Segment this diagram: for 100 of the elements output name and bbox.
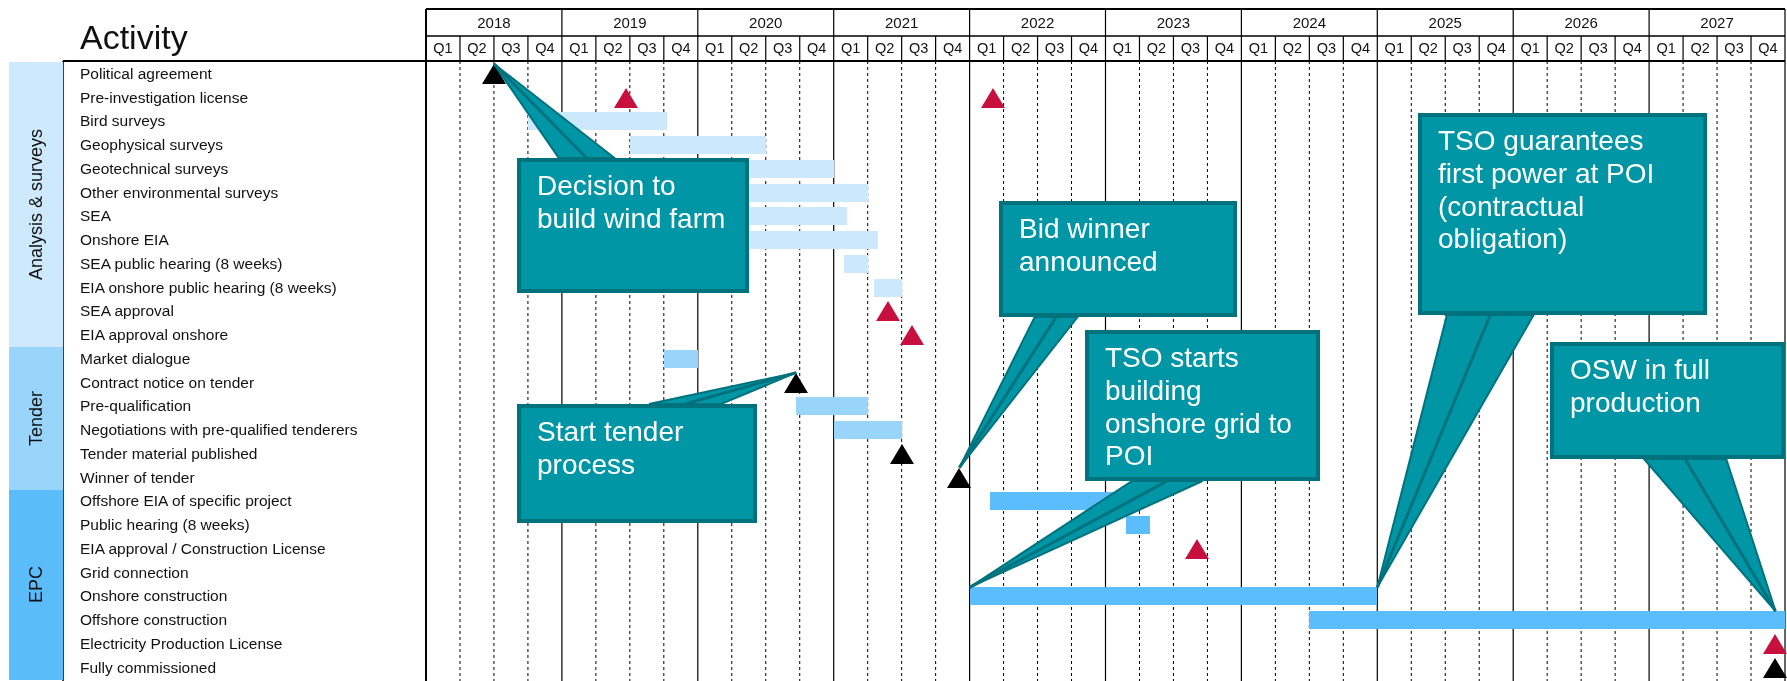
quarter-label: Q4 xyxy=(1349,41,1371,56)
quarter-label: Q2 xyxy=(1281,41,1304,56)
quarter-label: Q1 xyxy=(1519,41,1541,56)
callout-text: Start tender process xyxy=(537,416,685,482)
quarter-label: Q2 xyxy=(1145,41,1168,56)
activity-label: Pre-investigation license xyxy=(80,89,248,106)
milestone-triangle xyxy=(1762,633,1787,654)
callout-text: Bid winner announced xyxy=(1019,213,1159,279)
activity-label: Geotechnical surveys xyxy=(80,160,229,177)
quarter-label: Q3 xyxy=(500,41,522,56)
activity-label: Onshore construction xyxy=(80,588,228,604)
quarter-label: Q3 xyxy=(1451,41,1473,56)
quarter-label: Q4 xyxy=(1621,41,1643,56)
activity-label: Offshore EIA of specific project xyxy=(80,493,292,509)
quarter-label: Q3 xyxy=(1043,41,1066,56)
activity-label: EIA onshore public hearing (8 weeks) xyxy=(80,279,337,296)
milestone-triangle xyxy=(1185,538,1210,559)
quarter-label: Q1 xyxy=(568,41,590,56)
section-band xyxy=(9,347,63,490)
year-label: 2026 xyxy=(1563,15,1599,30)
activity-label: Tender material published xyxy=(80,445,258,462)
milestone-triangle xyxy=(889,443,914,464)
activity-label: Political agreement xyxy=(80,65,212,82)
quarter-label: Q4 xyxy=(941,41,964,56)
activity-label: Bird surveys xyxy=(80,113,166,129)
activity-label: Onshore EIA xyxy=(80,232,169,248)
year-label: 2022 xyxy=(1019,15,1056,30)
quarter-label: Q3 xyxy=(907,41,930,56)
callout-box xyxy=(1550,342,1785,459)
gantt-bar xyxy=(749,159,834,178)
section-band xyxy=(9,62,63,347)
quarter-label: Q3 xyxy=(772,41,794,56)
quarter-label: Q1 xyxy=(704,41,726,56)
quarter-label: Q3 xyxy=(1587,41,1609,56)
milestone-triangle xyxy=(784,372,809,393)
activity-label: SEA public hearing (8 weeks) xyxy=(80,255,283,272)
quarter-label: Q1 xyxy=(1111,41,1134,56)
activity-label: Winner of tender xyxy=(80,469,195,486)
year-label: 2024 xyxy=(1291,15,1328,30)
section-band xyxy=(9,489,63,680)
callout-box xyxy=(1085,330,1320,481)
callout-box xyxy=(999,201,1237,317)
activity-label: Other environmental surveys xyxy=(80,184,279,201)
quarter-label: Q4 xyxy=(1757,41,1779,56)
quarter-label: Q4 xyxy=(1485,41,1507,56)
activity-label: Negotiations with pre-qualified tenderers xyxy=(80,422,358,438)
activity-label: Fully commissioned xyxy=(80,659,217,676)
callout-text: TSO guarantees first power at POI (contractual obligation) xyxy=(1438,125,1656,256)
year-label: 2018 xyxy=(476,15,512,30)
activity-label: Geophysical surveys xyxy=(80,137,223,153)
year-label: 2020 xyxy=(748,15,784,30)
quarter-label: Q2 xyxy=(738,41,760,56)
quarter-label: Q4 xyxy=(1077,41,1100,56)
quarter-label: Q1 xyxy=(975,41,998,56)
milestone-triangle xyxy=(481,63,506,84)
activity-label: Grid connection xyxy=(80,564,189,581)
gantt-bar xyxy=(1125,516,1150,535)
quarter-label: Q1 xyxy=(840,41,862,56)
year-label: 2027 xyxy=(1699,15,1735,30)
quarter-label: Q2 xyxy=(1009,41,1032,56)
callout-text: Decision to build wind farm xyxy=(537,170,727,236)
gantt-bar xyxy=(663,349,698,368)
activity-label: Pre-qualification xyxy=(80,398,192,414)
activity-label: SEA approval xyxy=(80,303,174,319)
activity-label: EIA approval / Construction License xyxy=(80,540,326,557)
quarter-label: Q4 xyxy=(670,41,692,56)
gantt-bar xyxy=(1309,611,1785,630)
quarter-label: Q4 xyxy=(1213,41,1236,56)
gantt-bar xyxy=(874,278,902,297)
year-label: 2021 xyxy=(883,15,920,30)
gantt-bar xyxy=(749,207,848,226)
quarter-label: Q1 xyxy=(432,41,454,56)
activity-label: Market dialogue xyxy=(80,350,191,367)
gantt-bar xyxy=(969,587,1378,606)
callout-text: OSW in full production xyxy=(1570,354,1712,420)
section-label: EPC xyxy=(25,566,47,603)
activity-label: Contract notice on tender xyxy=(80,374,255,391)
activity-label: Offshore construction xyxy=(80,612,228,628)
activity-label: EIA approval onshore xyxy=(80,327,229,343)
quarter-label: Q3 xyxy=(1723,41,1745,56)
milestone-triangle xyxy=(614,87,639,108)
quarter-label: Q3 xyxy=(1315,41,1337,56)
quarter-label: Q2 xyxy=(466,41,488,56)
milestone-triangle xyxy=(899,325,924,346)
column-header: Activity xyxy=(80,20,188,54)
quarter-label: Q2 xyxy=(1689,41,1711,56)
gantt-bar xyxy=(833,421,902,440)
activity-label: Electricity Production License xyxy=(80,635,283,652)
gantt-bar xyxy=(749,231,878,250)
quarter-label: Q2 xyxy=(1553,41,1575,56)
quarter-label: Q3 xyxy=(636,41,658,56)
callout-text: TSO starts building onshore grid to POI xyxy=(1105,342,1293,473)
quarter-label: Q3 xyxy=(1179,41,1202,56)
year-label: 2025 xyxy=(1427,15,1463,30)
milestone-triangle xyxy=(876,301,901,322)
quarter-label: Q1 xyxy=(1383,41,1405,56)
quarter-label: Q2 xyxy=(1417,41,1439,56)
year-label: 2019 xyxy=(612,15,648,30)
section-label: Analysis & surveys xyxy=(25,128,47,281)
gantt-bar xyxy=(629,136,766,155)
